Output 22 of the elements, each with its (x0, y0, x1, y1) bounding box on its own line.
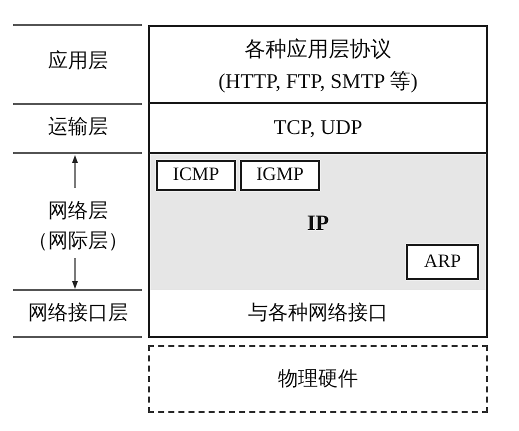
protocol-box (156, 160, 236, 191)
node-text: 与各种网络接口 (248, 301, 388, 326)
node-text: 各种应用层协议 (244, 36, 392, 62)
node-text: (HTTP, FTP, SMTP 等) (218, 68, 418, 94)
layer-label: 网络层 (47, 199, 109, 224)
node-text: IP (307, 208, 329, 236)
layer-box (148, 290, 488, 338)
protocol-box (240, 160, 320, 191)
layer-box (148, 25, 488, 104)
node-text: ARP (424, 250, 461, 274)
layer-label: 应用层 (47, 49, 109, 74)
layer-label: 网络接口层 (27, 301, 129, 326)
layer-label: 运输层 (47, 115, 109, 140)
node-text: TCP, UDP (274, 114, 362, 142)
node-text: 物理硬件 (278, 367, 358, 392)
layer-label: （网际层） (27, 229, 129, 254)
node-text: IGMP (256, 163, 304, 188)
dashed-layer-box (148, 345, 488, 413)
node-text: ICMP (172, 163, 220, 188)
shaded-layer-box (148, 152, 488, 292)
layer-box (148, 104, 488, 154)
protocol-box (406, 244, 479, 280)
